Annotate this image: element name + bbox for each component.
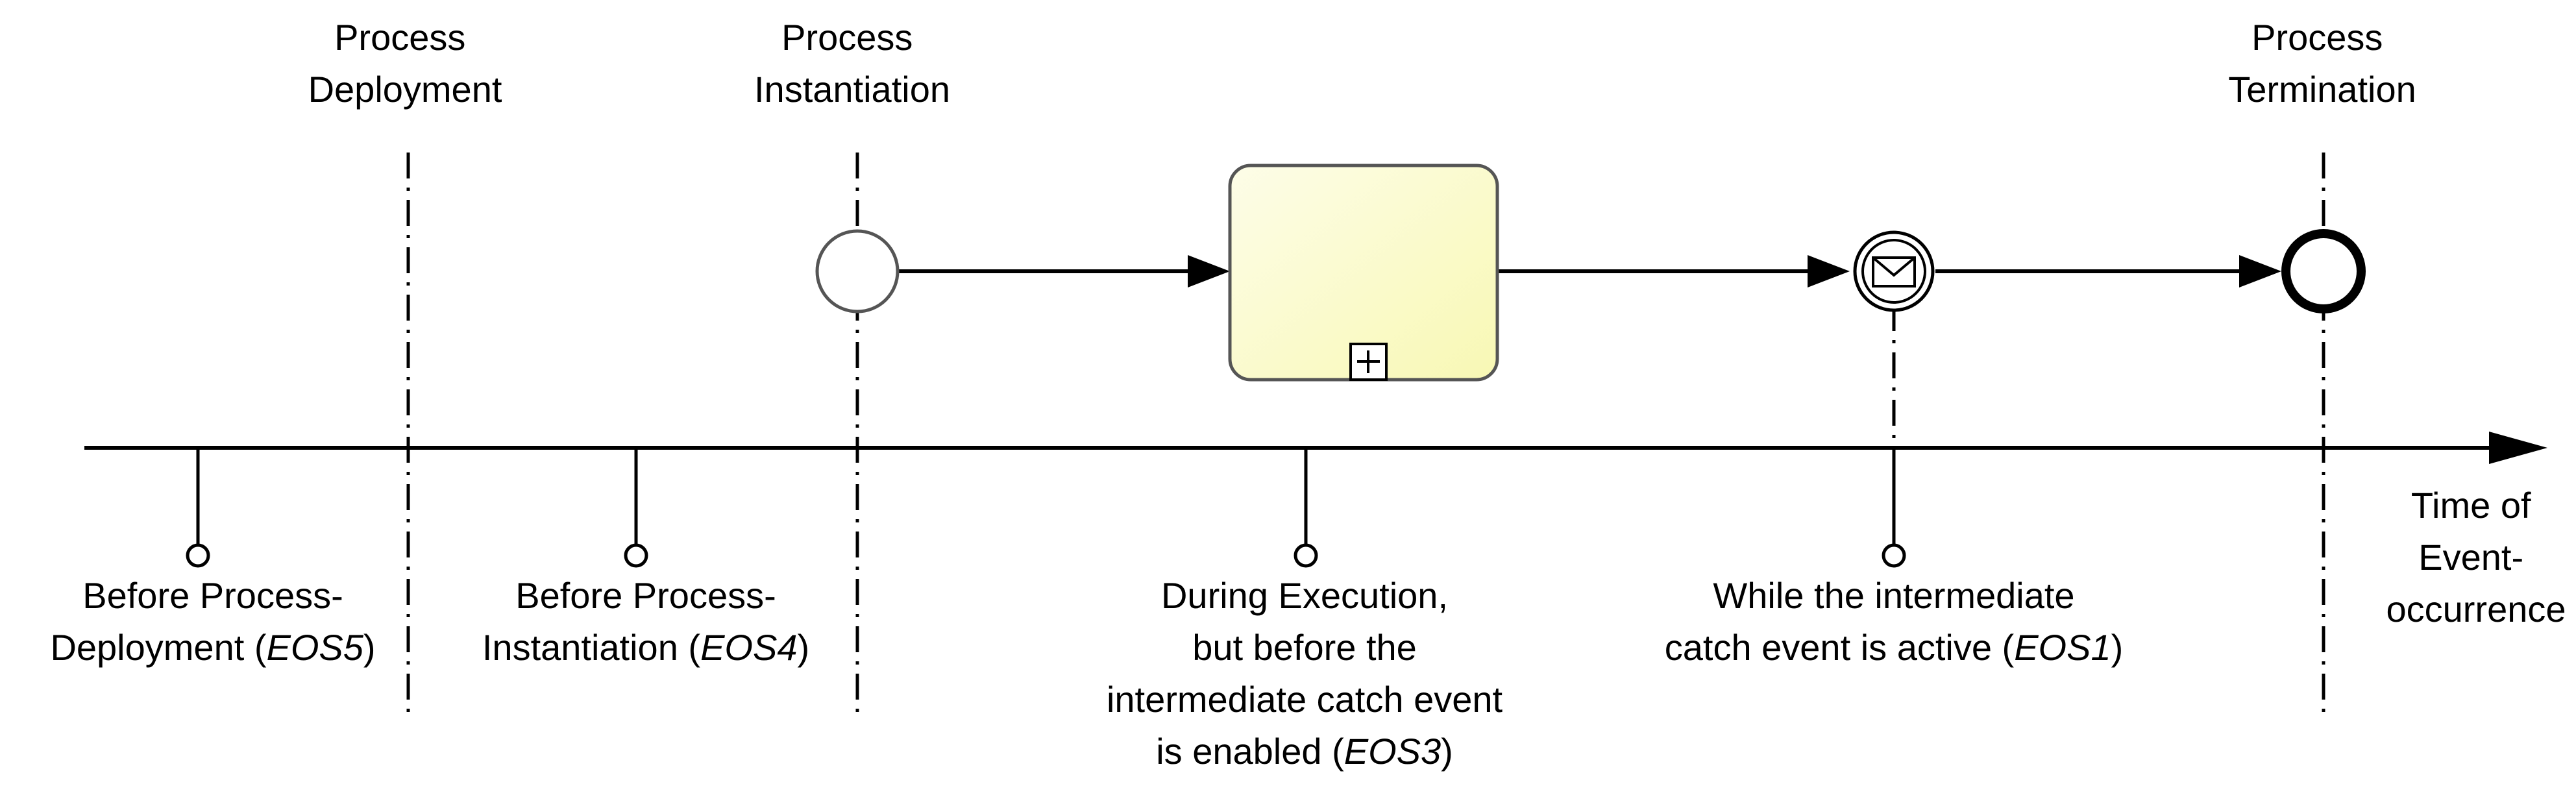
subprocess-task [1228, 164, 1499, 382]
eos4-label: Before Process- Instantiation (EOS4) [482, 575, 809, 668]
deployment-label: Process Deployment [308, 17, 502, 110]
eos4-marker [624, 543, 648, 568]
eos1-marker [1882, 543, 1906, 568]
situation-markers [186, 448, 1906, 568]
time-axis-arrowhead [2489, 432, 2547, 464]
flow-arrowhead [1188, 255, 1230, 287]
situation-label-line: Deployment (EOS5) [50, 627, 375, 668]
flow-arrowhead [2239, 255, 2281, 287]
time-axis-label: Time of Event- occurrence [2386, 485, 2566, 630]
situation-labels: Before Process- Deployment (EOS5) Before … [50, 575, 2123, 772]
situation-label-line: catch event is active (EOS1) [1665, 627, 2124, 668]
eos5-marker [186, 543, 210, 568]
eos-code: EOS3 [1344, 731, 1441, 772]
plus-marker-icon [1349, 343, 1388, 381]
situation-label-line: intermediate catch event [1107, 679, 1503, 720]
eos5-label: Before Process- Deployment (EOS5) [50, 575, 375, 668]
eos-code: EOS4 [700, 627, 797, 668]
eos1-label: While the intermediate catch event is act… [1665, 575, 2124, 668]
envelope-icon [1872, 256, 1916, 287]
eos-code: EOS5 [266, 627, 363, 668]
termination-label: Process Termination [2228, 17, 2416, 110]
situation-label-line: While the intermediate [1713, 575, 2074, 616]
situation-label-line: Instantiation (EOS4) [482, 627, 809, 668]
instantiation-label: Process Instantiation [754, 17, 950, 110]
start-event-icon [815, 229, 900, 313]
milestone-lines [406, 153, 2325, 714]
situation-label-line: Before Process- [515, 575, 776, 616]
milestone-labels: Process Deployment Process Instantiation… [308, 17, 2416, 110]
end-event-icon [2281, 229, 2366, 313]
message-catch-event-icon [1853, 230, 1935, 312]
eos-code: EOS1 [2014, 627, 2111, 668]
situation-label-line: is enabled (EOS3) [1156, 731, 1453, 772]
eos3-label: During Execution, but before the intermedi… [1107, 575, 1503, 772]
flow-arrowhead [1808, 255, 1850, 287]
situation-label-line: but before the [1192, 627, 1417, 668]
flow-arrowheads [1188, 255, 2281, 287]
situation-label-line: Before Process- [82, 575, 343, 616]
situation-label-line: During Execution, [1161, 575, 1448, 616]
eos3-marker [1294, 543, 1318, 568]
